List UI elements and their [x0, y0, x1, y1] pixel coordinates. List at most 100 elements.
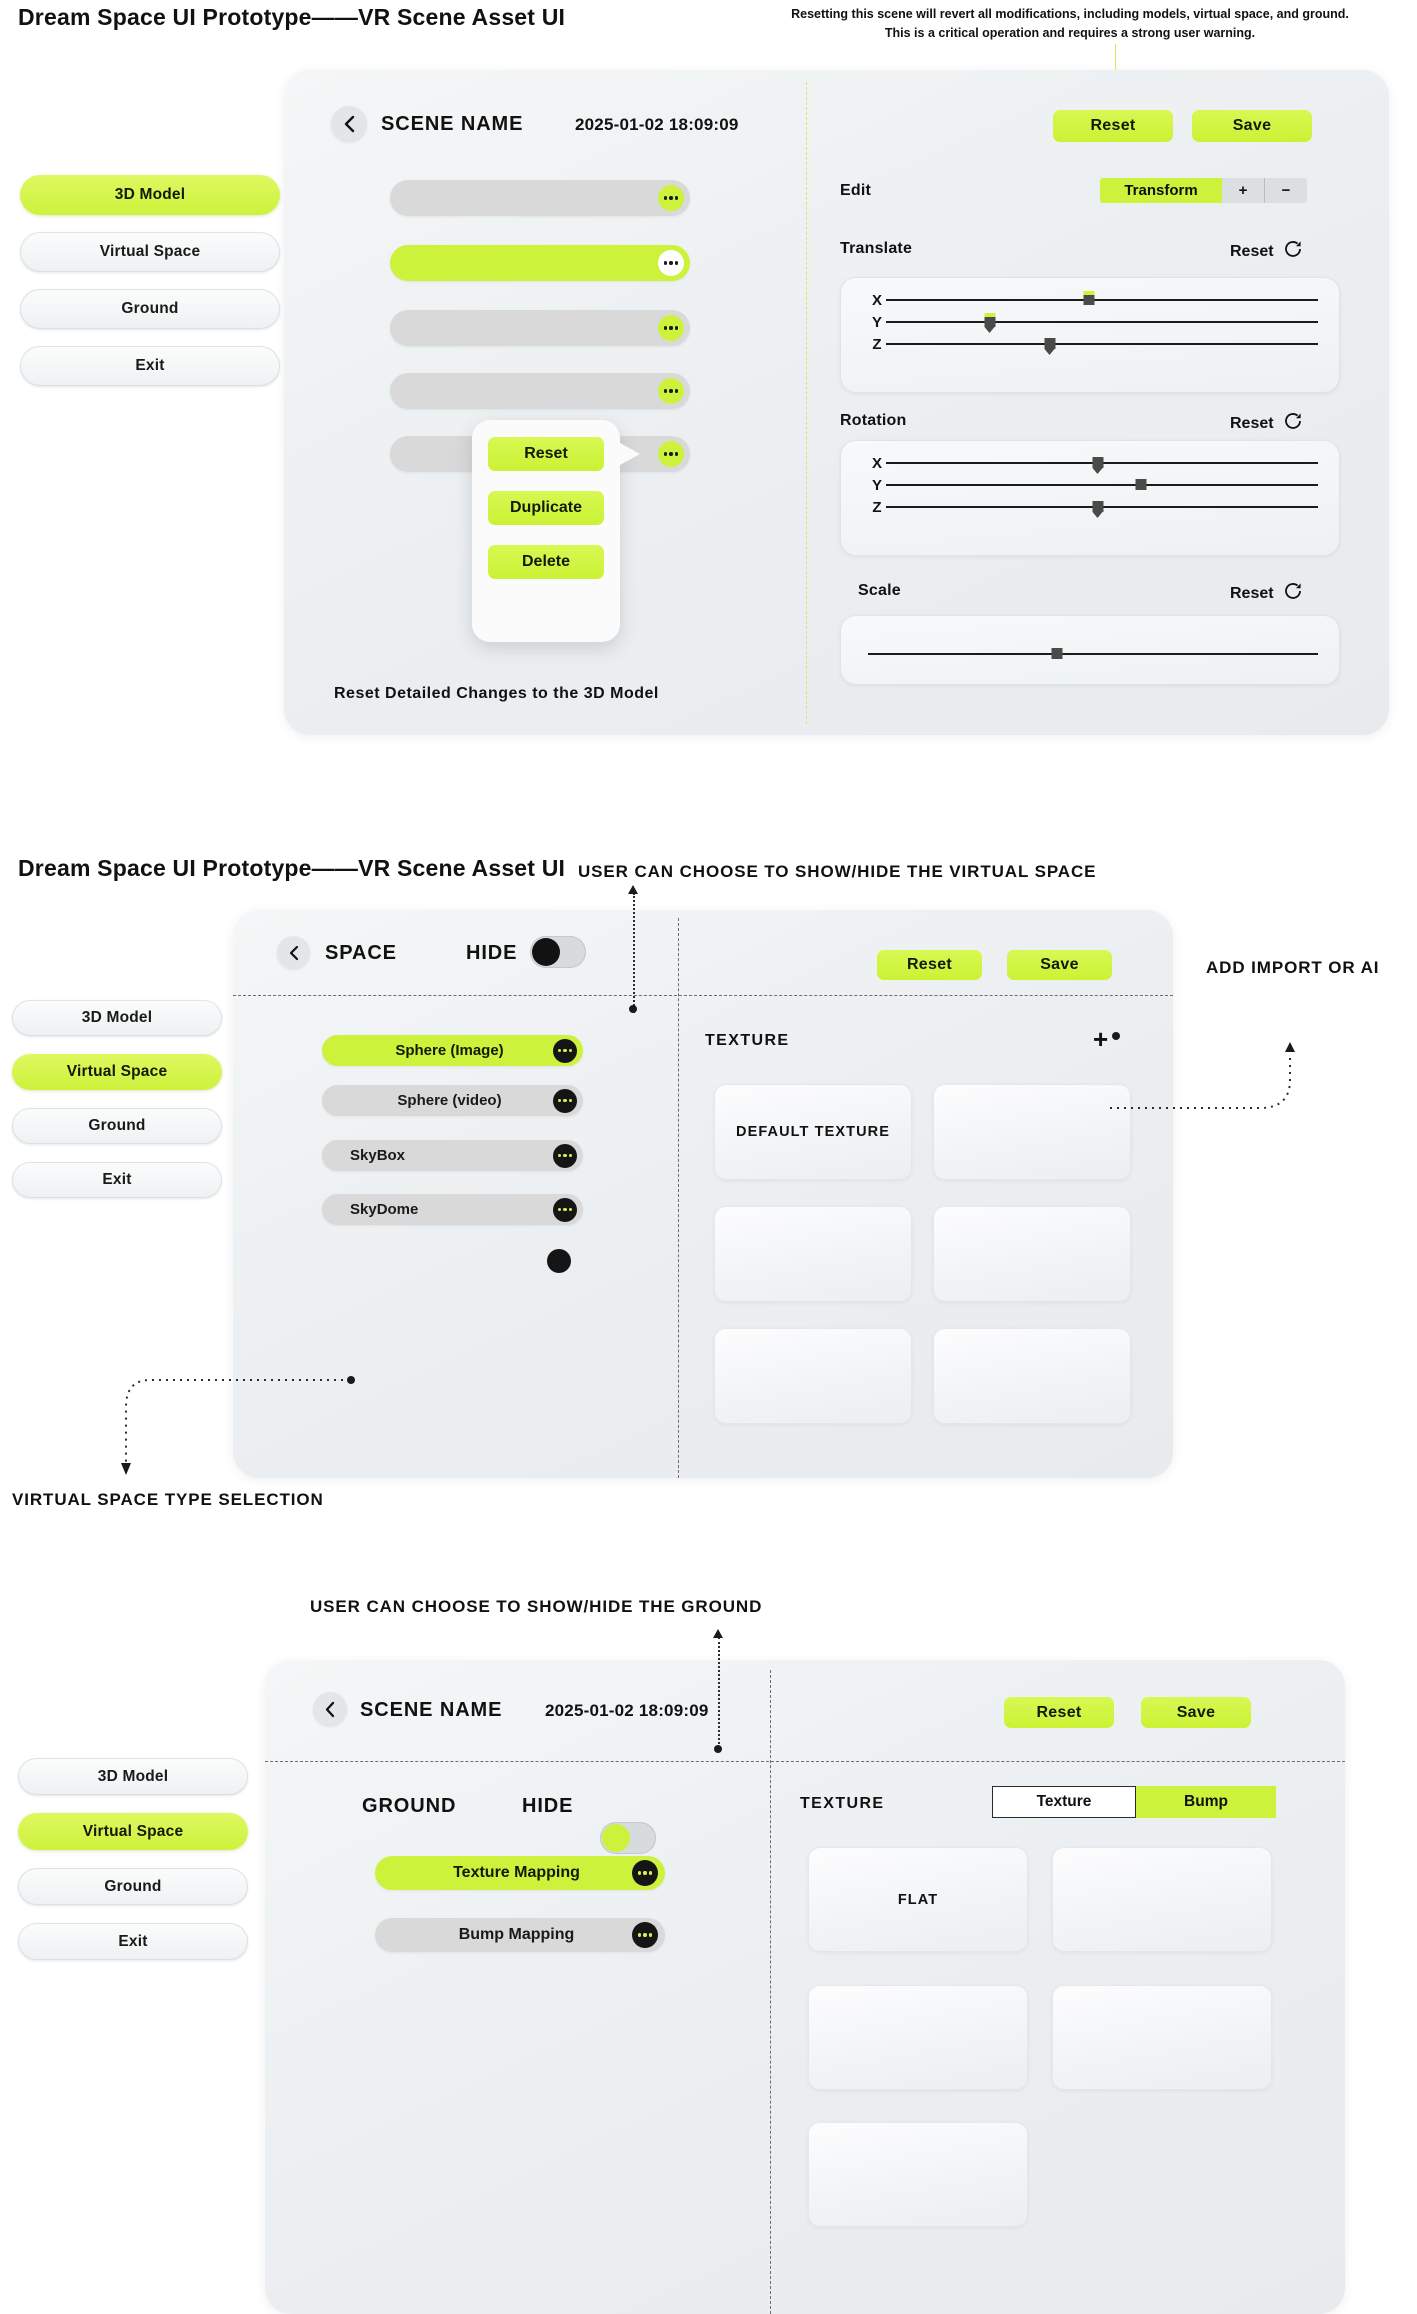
slider-track[interactable] — [886, 456, 1318, 474]
edit-mode-segmented-control[interactable]: Transform + − — [1100, 178, 1307, 203]
sidebar-item-exit[interactable]: Exit — [18, 1923, 248, 1960]
rotate-ccw-icon — [1282, 238, 1304, 265]
slider-track[interactable] — [886, 313, 1318, 333]
ground-texture-tile-5[interactable] — [808, 2122, 1028, 2227]
plus-icon[interactable]: + — [1093, 1024, 1109, 1054]
model-row-2[interactable] — [390, 245, 690, 281]
model-row-3[interactable] — [390, 310, 690, 346]
slider-knob[interactable] — [1092, 501, 1104, 518]
sidebar-item-virtual-space[interactable]: Virtual Space — [18, 1813, 248, 1850]
rotation-slider-z[interactable]: Z — [840, 496, 1340, 518]
row-options-icon[interactable] — [632, 1922, 658, 1948]
hide-toggle-virtual-space[interactable] — [530, 936, 586, 968]
slider-track[interactable] — [886, 337, 1318, 355]
rotation-slider-x[interactable]: X — [840, 452, 1340, 474]
tab-texture[interactable]: Texture — [992, 1786, 1136, 1818]
slider-knob[interactable] — [984, 313, 996, 333]
texture-tile-3[interactable] — [714, 1206, 912, 1302]
row-options-icon[interactable] — [553, 1197, 577, 1222]
slider-knob[interactable] — [1051, 648, 1063, 659]
panel-2-reset-button[interactable]: Reset — [877, 950, 982, 980]
segment-minus[interactable]: − — [1265, 178, 1307, 203]
space-type-skybox[interactable]: SkyBox — [322, 1140, 583, 1171]
translate-slider-x[interactable]: X — [840, 289, 1340, 311]
translate-reset-button[interactable]: Reset — [1230, 238, 1304, 265]
space-type-label: SkyDome — [350, 1201, 419, 1218]
row-options-icon[interactable] — [658, 315, 684, 341]
slider-knob[interactable] — [1044, 338, 1056, 355]
back-button-panel-2[interactable] — [277, 936, 310, 969]
sidebar-item-ground[interactable]: Ground — [18, 1868, 248, 1905]
model-row-4[interactable] — [390, 373, 690, 409]
texture-tile-2[interactable] — [933, 1084, 1131, 1180]
slider-knob[interactable] — [1083, 291, 1095, 305]
row-options-icon[interactable] — [658, 441, 684, 467]
panel-2-hide-label: HIDE — [466, 942, 518, 964]
hide-toggle-ground[interactable] — [600, 1822, 656, 1854]
sidebar-item-virtual-space[interactable]: Virtual Space — [12, 1054, 222, 1090]
sidebar-item-ground[interactable]: Ground — [12, 1108, 222, 1144]
segment-plus[interactable]: + — [1222, 178, 1264, 203]
space-type-sphere-image[interactable]: Sphere (Image) — [322, 1035, 583, 1066]
context-menu-item-duplicate[interactable]: Duplicate — [488, 491, 604, 525]
rotation-slider-y[interactable]: Y — [840, 474, 1340, 496]
slider-track[interactable] — [886, 291, 1318, 307]
space-type-sphere-video[interactable]: Sphere (video) — [322, 1085, 583, 1116]
back-button-panel-1[interactable] — [331, 106, 367, 142]
sidebar-item-ground[interactable]: Ground — [20, 289, 280, 329]
reset-label: Reset — [1230, 242, 1274, 260]
mapping-texture[interactable]: Texture Mapping — [375, 1856, 665, 1890]
back-button-panel-3[interactable] — [313, 1692, 347, 1726]
rotation-reset-button[interactable]: Reset — [1230, 410, 1304, 437]
mapping-bump[interactable]: Bump Mapping — [375, 1918, 665, 1952]
ground-texture-tile-2[interactable] — [1052, 1847, 1272, 1952]
ground-texture-tile-1[interactable]: FLAT — [808, 1847, 1028, 1952]
slider-track[interactable] — [868, 647, 1318, 661]
translate-slider-y[interactable]: Y — [840, 311, 1340, 333]
texture-tile-4[interactable] — [933, 1206, 1131, 1302]
context-menu-item-delete[interactable]: Delete — [488, 545, 604, 579]
ground-texture-tile-3[interactable] — [808, 1985, 1028, 2090]
panel-1-reset-button[interactable]: Reset — [1053, 110, 1173, 142]
space-type-add-button[interactable] — [547, 1249, 571, 1273]
row-options-icon[interactable] — [658, 185, 684, 211]
model-row-1[interactable] — [390, 180, 690, 216]
tab-bump[interactable]: Bump — [1136, 1786, 1276, 1818]
save-label: Save — [1040, 956, 1079, 973]
scale-reset-button[interactable]: Reset — [1230, 580, 1304, 607]
space-type-label: SkyBox — [350, 1147, 406, 1164]
row-options-icon[interactable] — [553, 1038, 577, 1063]
slider-track[interactable] — [886, 500, 1318, 518]
sidebar-item-3d-model[interactable]: 3D Model — [18, 1758, 248, 1795]
ground-texture-tile-4[interactable] — [1052, 1985, 1272, 2090]
sidebar-item-exit[interactable]: Exit — [12, 1162, 222, 1198]
sidebar-item-exit[interactable]: Exit — [20, 346, 280, 386]
row-options-icon[interactable] — [632, 1860, 658, 1886]
panel-2-save-button[interactable]: Save — [1007, 950, 1112, 980]
slider-knob[interactable] — [1135, 479, 1147, 490]
sidebar-item-3d-model[interactable]: 3D Model — [12, 1000, 222, 1036]
row-options-icon[interactable] — [553, 1143, 577, 1168]
row-options-icon[interactable] — [658, 250, 684, 276]
row-options-icon[interactable] — [658, 378, 684, 404]
panel-3-reset-button[interactable]: Reset — [1004, 1697, 1114, 1728]
row-options-icon[interactable] — [553, 1088, 577, 1113]
panel-3-texture-label: TEXTURE — [800, 1795, 885, 1812]
slider-knob[interactable] — [1092, 457, 1104, 474]
panel-1-save-button[interactable]: Save — [1192, 110, 1312, 142]
panel-3-save-button[interactable]: Save — [1141, 1697, 1251, 1728]
sidebar-item-3d-model[interactable]: 3D Model — [20, 175, 280, 215]
texture-tile-5[interactable] — [714, 1328, 912, 1424]
context-menu-item-reset[interactable]: Reset — [488, 437, 604, 471]
sidebar-item-virtual-space[interactable]: Virtual Space — [20, 232, 280, 272]
translate-slider-z[interactable]: Z — [840, 333, 1340, 355]
texture-tile-1[interactable]: DEFAULT TEXTURE — [714, 1084, 912, 1180]
axis-label: Y — [871, 313, 882, 331]
scale-slider[interactable] — [840, 615, 1340, 665]
space-type-skydome[interactable]: SkyDome — [322, 1194, 583, 1225]
segment-transform[interactable]: Transform — [1100, 178, 1222, 203]
slider-track[interactable] — [886, 478, 1318, 492]
texture-tile-6[interactable] — [933, 1328, 1131, 1424]
scale-slider-card — [840, 615, 1340, 685]
texture-bump-tabs[interactable]: Texture Bump — [992, 1786, 1276, 1818]
